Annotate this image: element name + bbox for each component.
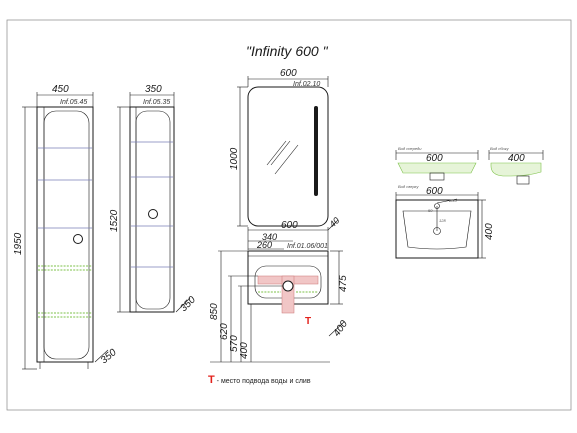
mid-cabinet-knob bbox=[148, 209, 158, 219]
vanity-dim-260: 260 bbox=[256, 240, 272, 250]
tall-cabinet-width: 450 bbox=[52, 84, 69, 95]
vanity-model: Inf.01.06/001 bbox=[287, 243, 328, 250]
sink-dim-a: 50 bbox=[428, 208, 433, 213]
vanity-offset: 40 bbox=[327, 215, 341, 229]
sink-front-width: 600 bbox=[426, 153, 443, 164]
tall-cabinet-height: 1950 bbox=[13, 232, 24, 255]
mirror: 600 Inf.02.10 1000 bbox=[229, 68, 329, 227]
vanity: 600 40 340 260 Inf.01.06/001 T 475 400 8… bbox=[209, 215, 350, 363]
mirror-light-strip bbox=[314, 106, 318, 196]
mid-cabinet: 350 Inf.05.35 1520 350 bbox=[109, 84, 198, 314]
vanity-depth: 400 bbox=[331, 318, 350, 338]
tall-cabinet-knob bbox=[73, 234, 83, 244]
mid-cabinet-model: Inf.05.35 bbox=[143, 99, 170, 106]
vanity-dim-340: 340 bbox=[262, 232, 277, 242]
sink-side-label: Вид сбоку bbox=[490, 146, 510, 151]
water-supply-note: T - место подвода воды и слив bbox=[208, 374, 311, 386]
mid-cabinet-height: 1520 bbox=[109, 209, 120, 232]
mid-cabinet-width: 350 bbox=[145, 84, 162, 95]
vanity-width: 600 bbox=[281, 220, 298, 231]
mirror-width: 600 bbox=[280, 68, 297, 79]
vanity-supply-marker: T bbox=[305, 316, 311, 327]
vanity-floor-570: 570 bbox=[229, 335, 240, 352]
sink-front-label: Вид спереди bbox=[398, 146, 422, 151]
vanity-drain bbox=[282, 280, 294, 292]
mid-cabinet-depth: 350 bbox=[178, 294, 198, 314]
tall-cabinet-model: Inf.05.45 bbox=[60, 99, 87, 106]
tall-cabinet-depth: 350 bbox=[99, 347, 119, 366]
water-supply-note-text: - место подвода воды и слив bbox=[215, 378, 311, 385]
sink-top-view: Вид сверху 600 Ø35 50 128 400 bbox=[395, 184, 495, 259]
tall-cabinet: 450 Inf.05.45 1950 350 bbox=[13, 84, 119, 370]
sink-side-view: Вид сбоку 400 bbox=[488, 146, 544, 185]
sink-dim-b: 128 bbox=[439, 218, 446, 223]
water-supply-note-marker: T bbox=[208, 374, 215, 386]
mirror-model: Inf.02.10 bbox=[293, 81, 320, 88]
vanity-floor-620: 620 bbox=[219, 323, 230, 340]
drawing-title: "Infinity 600 " bbox=[246, 43, 329, 59]
vanity-floor-400: 400 bbox=[239, 342, 250, 359]
sink-side-width: 400 bbox=[508, 153, 525, 164]
vanity-floor-850: 850 bbox=[209, 303, 220, 320]
sink-hole-diameter: Ø35 bbox=[448, 198, 457, 203]
sink-front-view: Вид спереди 600 bbox=[395, 146, 479, 181]
sheet-frame bbox=[6, 19, 572, 411]
mirror-height: 1000 bbox=[229, 147, 240, 170]
vanity-height: 475 bbox=[338, 275, 349, 292]
sink-top-label: Вид сверху bbox=[398, 184, 420, 189]
sink-top-width: 600 bbox=[426, 186, 443, 197]
sink-top-depth: 400 bbox=[484, 223, 495, 240]
